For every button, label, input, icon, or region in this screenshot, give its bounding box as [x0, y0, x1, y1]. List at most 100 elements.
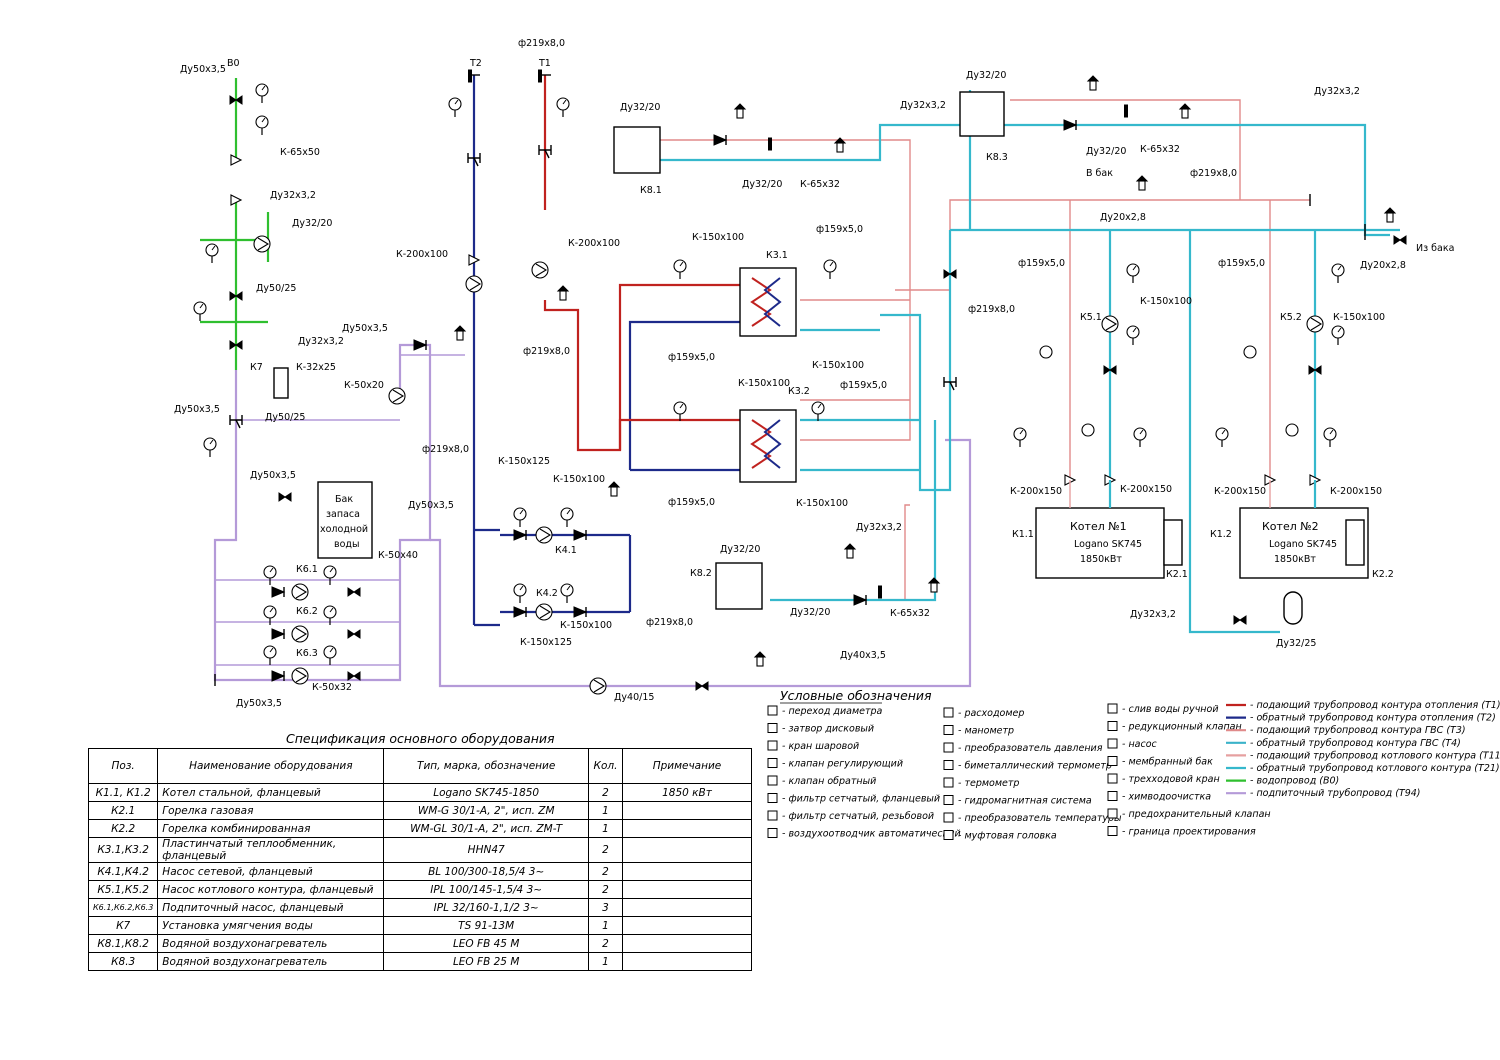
spec-cell: Logano SK745-1850: [383, 783, 590, 802]
spec-cell: 2: [588, 862, 623, 881]
legend-item-label: - фильтр сетчатый, фланцевый: [782, 794, 940, 805]
manometer-icon: [673, 259, 687, 280]
air-vent-icon: [734, 103, 746, 119]
flanged-strainer-icon: [767, 793, 778, 803]
spec-cell: К2.1: [87, 801, 159, 820]
check-valve-icon: [767, 775, 778, 786]
svg-text:Ду40/15: Ду40/15: [614, 692, 654, 703]
spec-cell: К5.1,К5.2: [87, 880, 159, 899]
air-vent-icon: [608, 481, 620, 497]
svg-text:Ду50х3,5: Ду50х3,5: [236, 698, 282, 709]
svg-text:Ду32/20: Ду32/20: [742, 179, 782, 190]
svg-text:Ду20х2,8: Ду20х2,8: [1360, 260, 1406, 271]
spec-cell: [621, 898, 753, 917]
spec-cell: Установка умягчения воды: [157, 916, 385, 935]
butterfly-valve-icon: [767, 723, 778, 733]
check-valve-icon: [413, 339, 427, 351]
spec-cell: Насос сетевой, фланцевый: [157, 862, 385, 881]
svg-text:Ду50/25: Ду50/25: [265, 412, 305, 423]
pipe-labels: Т2 Т1 В0 ф219х8,0 ф219х8,0 ф219х8,0 ф219…: [174, 38, 1454, 709]
air-vent-icon: [844, 543, 856, 559]
pressure-transducer-icon: [943, 742, 954, 753]
ball-valve-icon: [1393, 235, 1407, 245]
svg-text:Ду32х3,2: Ду32х3,2: [270, 190, 316, 201]
svg-text:В бак: В бак: [1086, 168, 1113, 179]
spec-cell: Котел стальной, фланцевый: [157, 783, 385, 802]
svg-text:Ду32/20: Ду32/20: [966, 70, 1006, 81]
pump-icon: [291, 667, 309, 685]
svg-text:К5.2: К5.2: [1280, 312, 1302, 323]
ball-valve-icon: [1233, 615, 1247, 625]
svg-text:К-32х25: К-32х25: [296, 362, 336, 373]
svg-text:воды: воды: [334, 539, 359, 550]
spec-cell: 2: [588, 880, 623, 899]
pump-icon: [1107, 738, 1118, 749]
svg-text:К2.1: К2.1: [1166, 569, 1188, 580]
air-vent-icon: [928, 577, 940, 593]
legend-line-label: - обратный трубопровод котлового контура…: [1250, 763, 1500, 774]
pump-icon: [465, 275, 483, 293]
legend-line-label: - обратный трубопровод контура ГВС (Т4): [1250, 738, 1461, 749]
legend-item-label: - манометр: [958, 726, 1014, 737]
air-vent-icon: [454, 325, 466, 341]
legend-item-label: - химводоочистка: [1122, 792, 1211, 803]
manometer-icon: [1126, 325, 1140, 346]
air-vent-icon: [1384, 207, 1396, 223]
ball-valve-icon: [767, 740, 778, 751]
legend-line-label: - подающий трубопровод контура ГВС (Т3): [1250, 725, 1466, 736]
svg-text:К-150х100: К-150х100: [560, 620, 612, 631]
ball-valve-icon: [347, 671, 361, 681]
three-way-valve-icon: [1107, 773, 1118, 784]
svg-text:ф159х5,0: ф159х5,0: [1018, 258, 1065, 269]
svg-text:Ду50х3,5: Ду50х3,5: [408, 500, 454, 511]
manometer-icon: [560, 583, 574, 604]
control-valve-icon: [767, 758, 778, 768]
svg-text:ф219х8,0: ф219х8,0: [646, 617, 693, 628]
svg-text:Ду50х3,5: Ду50х3,5: [250, 470, 296, 481]
spec-header-cell: Тип, марка, обозначение: [383, 748, 590, 784]
svg-text:К-150х125: К-150х125: [498, 456, 550, 467]
svg-text:холодной: холодной: [320, 524, 368, 535]
manometer-icon: [255, 115, 269, 136]
spec-header-cell: Кол.: [588, 748, 623, 784]
legend-line-label: - водопровод (В0): [1250, 776, 1339, 787]
svg-text:К-150х100: К-150х100: [553, 474, 605, 485]
manometer-icon: [323, 565, 337, 586]
heat-exchanger-k31: К3.1: [739, 250, 797, 337]
svg-text:К4.2: К4.2: [536, 588, 558, 599]
svg-text:ф159х5,0: ф159х5,0: [668, 497, 715, 508]
svg-text:Ду50х3,5: Ду50х3,5: [174, 404, 220, 415]
svg-text:ф159х5,0: ф159х5,0: [668, 352, 715, 363]
spec-cell: [621, 819, 753, 838]
manometer-icon: [1331, 325, 1345, 346]
legend-item-label: - граница проектирования: [1122, 827, 1256, 838]
air-vent-icon: [1136, 175, 1148, 191]
check-valve-icon: [271, 628, 285, 640]
thermometer-icon: [468, 69, 472, 83]
spec-cell: 1: [588, 819, 623, 838]
ball-valve-icon: [695, 681, 709, 691]
spec-cell: 1: [588, 801, 623, 820]
check-valve-icon: [573, 606, 587, 618]
svg-text:ф219х8,0: ф219х8,0: [1190, 168, 1237, 179]
manometer-icon: [263, 565, 277, 586]
magnetic-system-icon: [943, 795, 954, 805]
spec-cell: Пластинчатый теплообменник, фланцевый: [157, 837, 385, 863]
thermometer-icon: [878, 585, 882, 599]
svg-text:К-65х32: К-65х32: [890, 608, 930, 619]
svg-text:Ду32х3,2: Ду32х3,2: [298, 336, 344, 347]
svg-text:К2.2: К2.2: [1372, 569, 1394, 580]
safety-valve-icon: [1107, 808, 1118, 819]
svg-text:Котел №1: Котел №1: [1070, 520, 1127, 533]
manometer-icon: [1331, 263, 1345, 284]
spec-cell: 2: [588, 934, 623, 953]
equipment-position-labels: К4.1 К4.2 К5.1 К5.2 К6.1 К6.2 К6.3: [296, 312, 1302, 659]
svg-text:К-150х100: К-150х100: [796, 498, 848, 509]
svg-text:1850кВт: 1850кВт: [1274, 554, 1316, 565]
spec-cell: Водяной воздухонагреватель: [157, 952, 385, 971]
spec-cell: [621, 880, 753, 899]
